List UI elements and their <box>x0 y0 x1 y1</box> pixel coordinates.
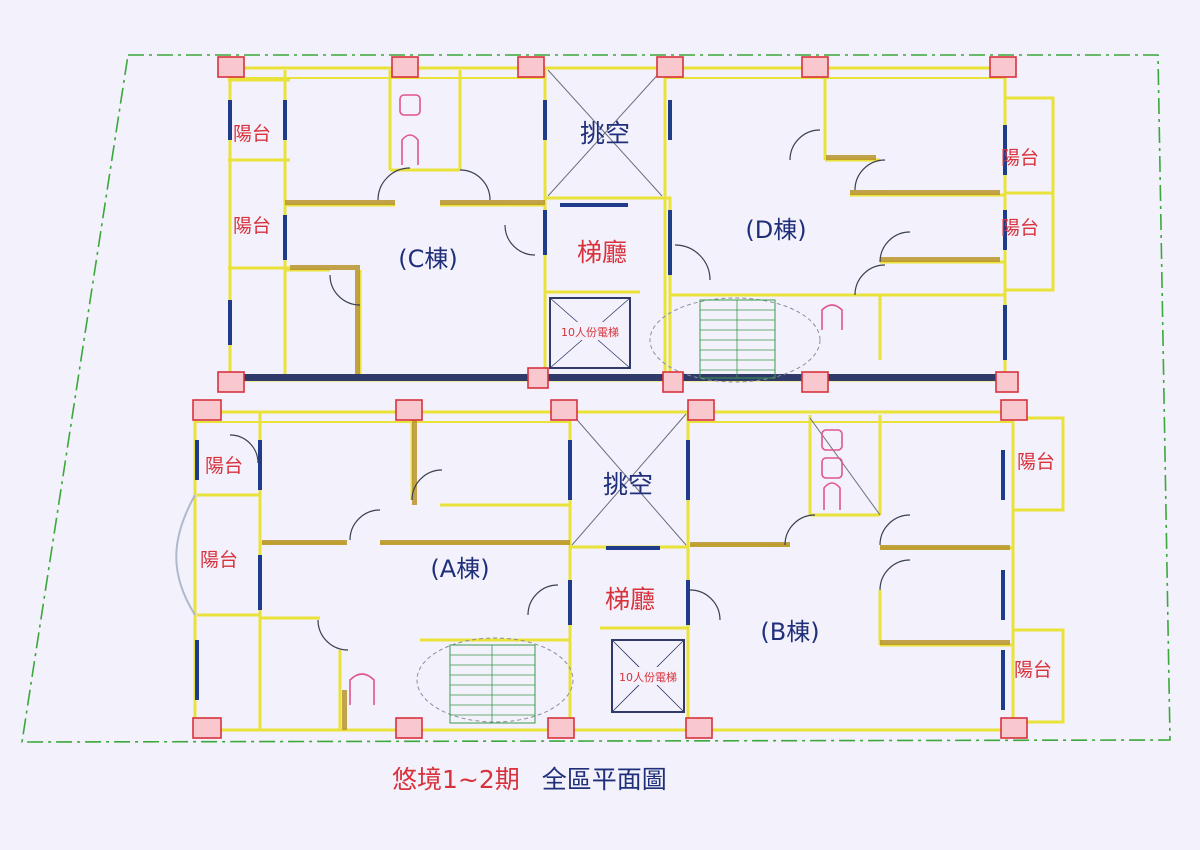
hatched-walls <box>262 155 1010 730</box>
windows <box>195 100 1007 710</box>
building-c-outline <box>228 66 547 382</box>
plan-title: 全區平面圖 <box>541 765 667 794</box>
plan-caption: 悠境1~2期全區平面圖 <box>392 760 667 796</box>
balcony-label-c1: 陽台 <box>233 123 271 145</box>
bathroom-fixtures <box>349 94 843 705</box>
balcony-label-b2: 陽台 <box>1014 659 1052 681</box>
elevator-label-top: 10人份電梯 <box>561 326 619 339</box>
building-a-label: (A棟) <box>430 555 489 583</box>
balcony-label-a1: 陽台 <box>205 455 243 477</box>
project-name: 悠境1~2期 <box>392 765 520 794</box>
elevator-bottom <box>611 639 685 713</box>
lobby-label-top: 梯廳 <box>577 238 627 267</box>
void-label-top: 挑空 <box>580 119 630 148</box>
building-d-outline <box>663 66 1055 382</box>
void-cross-marks <box>547 69 881 546</box>
lobby-label-bottom: 梯廳 <box>605 585 655 614</box>
building-b-outline <box>686 410 1065 732</box>
balcony-label-b1: 陽台 <box>1017 451 1055 473</box>
structural-columns <box>192 56 1028 739</box>
balcony-label-a2: 陽台 <box>200 549 238 571</box>
door-swings <box>229 129 911 651</box>
balcony-label-c2: 陽台 <box>233 215 271 237</box>
central-beam <box>232 374 1002 381</box>
elevator-top <box>549 297 631 369</box>
balcony-label-d1: 陽台 <box>1001 147 1039 169</box>
void-label-bottom: 挑空 <box>603 470 653 499</box>
elevator-label-bottom: 10人份電梯 <box>619 671 677 684</box>
building-d-label: (D棟) <box>745 216 806 244</box>
building-b-label: (B棟) <box>760 618 819 646</box>
stair-top <box>649 297 821 383</box>
balcony-label-d2: 陽台 <box>1001 217 1039 239</box>
site-boundary-line <box>21 54 1171 743</box>
building-c-label: (C棟) <box>398 245 457 273</box>
stair-bottom <box>416 637 574 724</box>
